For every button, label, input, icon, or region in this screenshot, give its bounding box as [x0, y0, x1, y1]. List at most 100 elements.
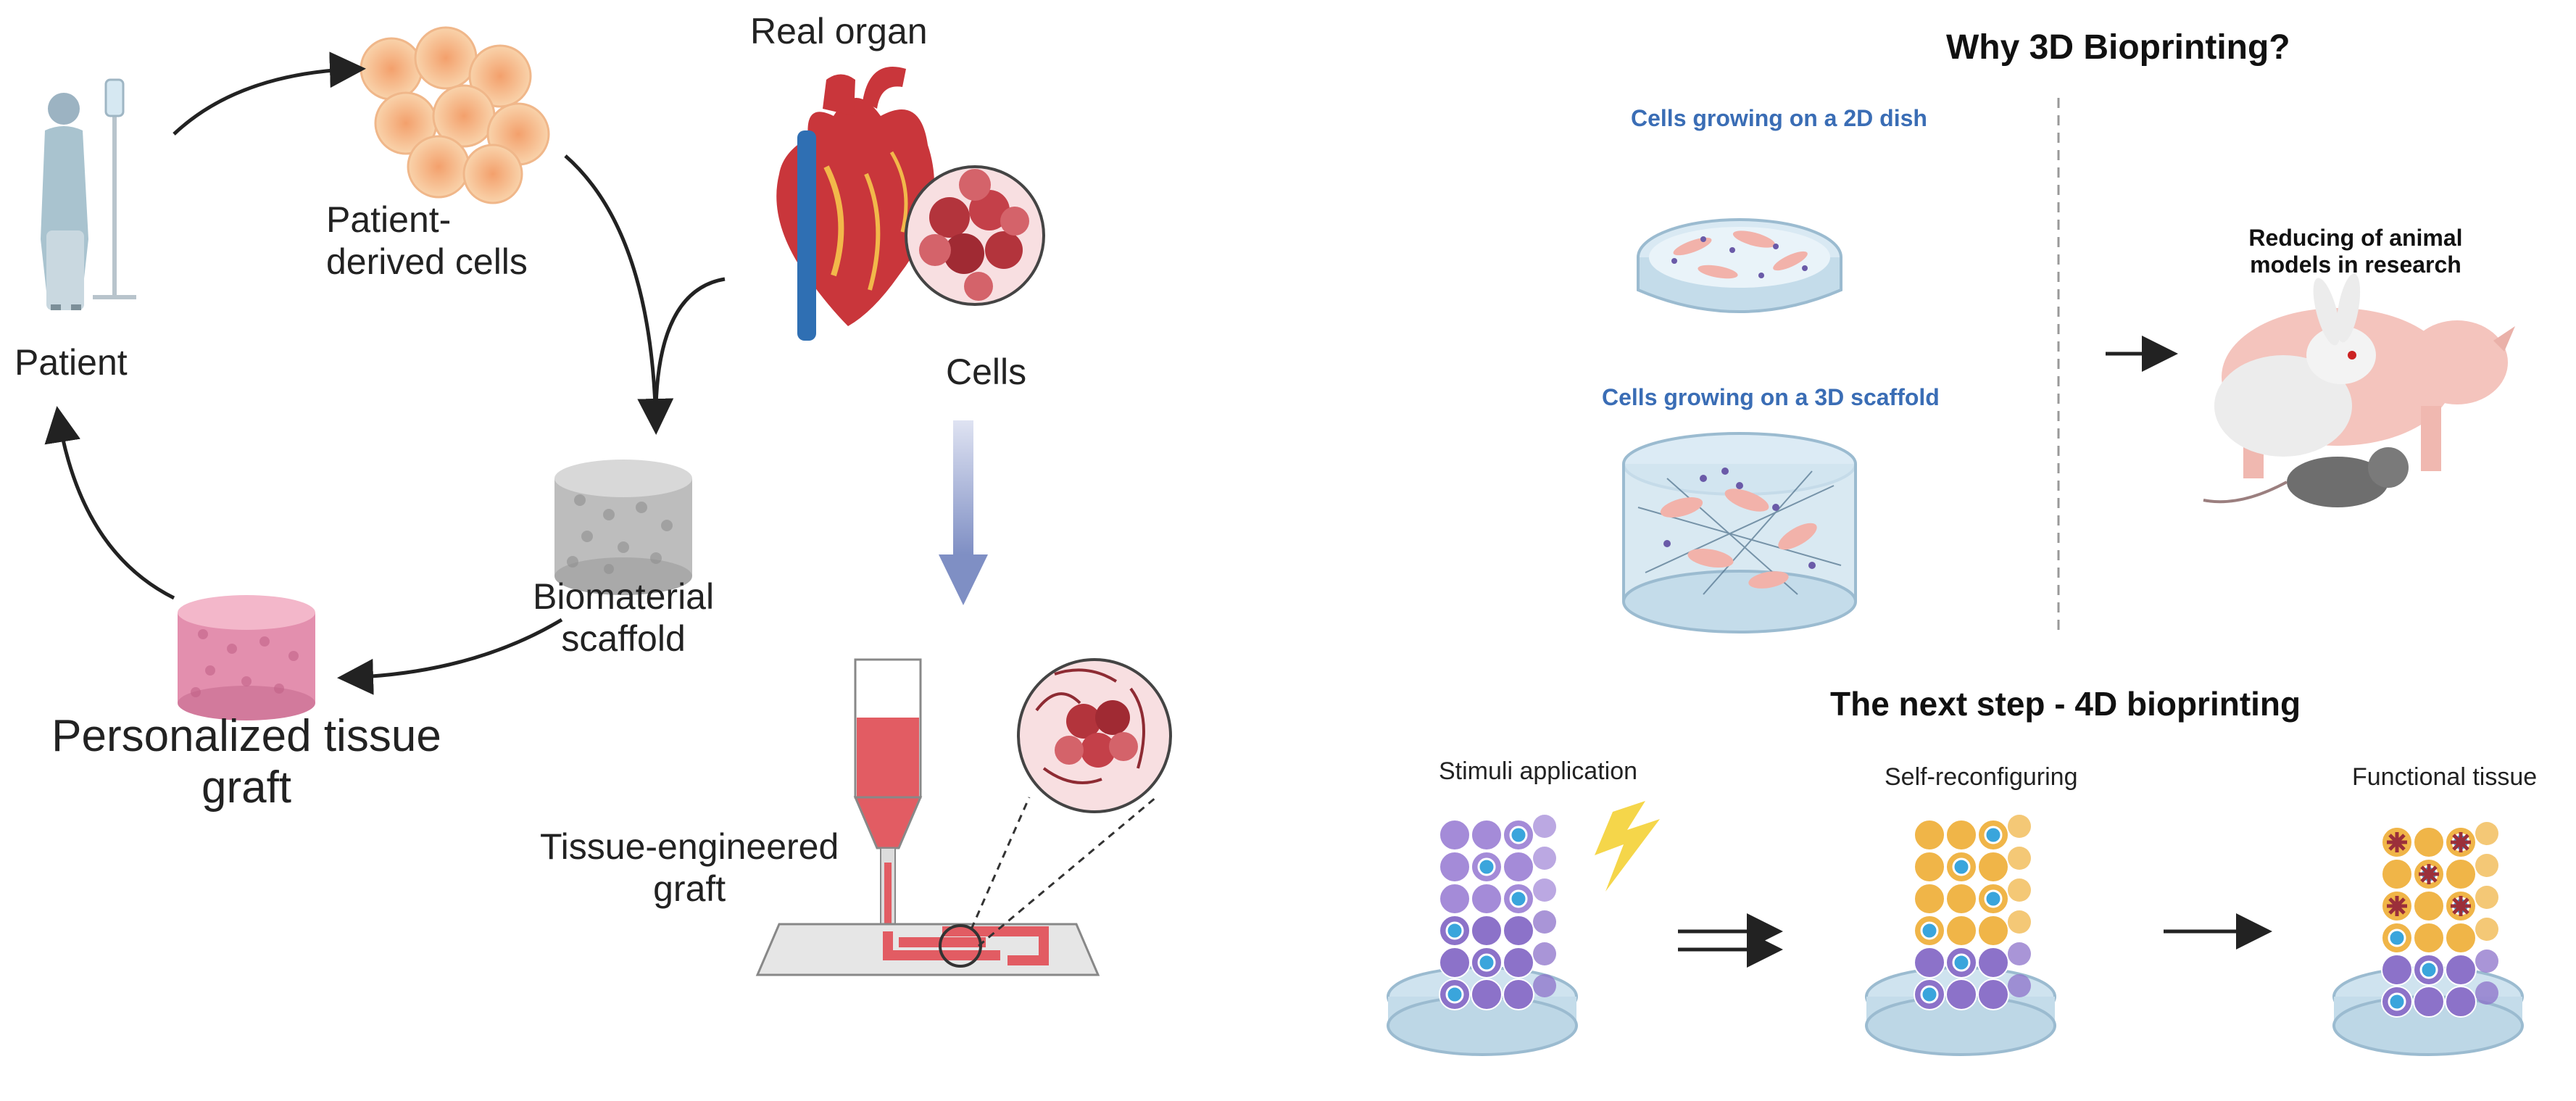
patient-cells-label: Patient- derived cells: [326, 199, 528, 282]
cube-side-cell: [2475, 981, 2498, 1005]
embedded-cell: [1920, 985, 1939, 1004]
graft-label: Personalized tissue graft: [51, 711, 441, 813]
cube-side-cell: [1533, 974, 1556, 997]
dish-2d-label: Cells growing on a 2D dish: [1631, 105, 1927, 131]
patient-label: Patient: [14, 342, 128, 383]
cube-side-cell: [2008, 878, 2031, 902]
tissue-fiber: [2419, 864, 2439, 884]
cube-cell: [1977, 851, 2009, 883]
patient-cells-cluster: [360, 26, 550, 204]
functional-label: Functional tissue: [2352, 763, 2538, 791]
embedded-cell: [1477, 953, 1496, 972]
animals-label: Reducing of animal models in research: [2248, 225, 2463, 278]
cube-cell: [1977, 979, 2009, 1010]
engineered-label: Tissue-engineered graft: [540, 826, 839, 909]
scaffold-3d-icon: [1622, 432, 1857, 633]
cube-cell: [1914, 819, 1945, 851]
cube-cell: [2381, 858, 2413, 890]
functional-cube: [2381, 822, 2498, 1018]
embedded-cell: [1509, 889, 1528, 908]
cells-label: Cells: [946, 352, 1027, 392]
reconfig-cube: [1914, 815, 2031, 1010]
down-arrow: [939, 420, 988, 605]
cycle-arrows: [44, 51, 726, 695]
bioprinter-icon: [755, 658, 1172, 976]
cube-cell: [2413, 826, 2445, 858]
cube-cell: [1945, 819, 1977, 851]
cube-cell: [1914, 947, 1945, 979]
cube-side-cell: [2475, 950, 2498, 973]
cube-side-cell: [2008, 847, 2031, 870]
patient-figure: [41, 78, 136, 310]
cube-cell: [2413, 922, 2445, 954]
real-organ-label: Real organ: [750, 11, 928, 51]
cube-cell: [1439, 819, 1471, 851]
tissue-fiber: [2387, 896, 2407, 916]
embedded-cell: [1984, 889, 2003, 908]
cube-cell: [1503, 851, 1534, 883]
cube-cell: [2445, 922, 2477, 954]
scaffold-label: Biomaterial scaffold: [533, 576, 715, 659]
embedded-cell: [1952, 953, 1971, 972]
embedded-cell: [1445, 985, 1464, 1004]
tissue-fiber: [2387, 832, 2407, 852]
tissue-fiber: [2451, 832, 2471, 852]
cube-side-cell: [1533, 815, 1556, 838]
stimuli-label: Stimuli application: [1439, 757, 1638, 785]
tissue-fiber: [2451, 896, 2471, 916]
scaffold-3d-label: Cells growing on a 3D scaffold: [1602, 384, 1940, 410]
embedded-cell: [1509, 826, 1528, 844]
cube-cell: [1471, 915, 1503, 947]
cube-cell: [1439, 851, 1471, 883]
functional-dish: [2332, 966, 2524, 1056]
dish-2d-icon: [1637, 218, 1842, 313]
embedded-cell: [1445, 921, 1464, 940]
cube-cell: [2445, 986, 2477, 1018]
cube-cell: [1503, 979, 1534, 1010]
cube-cell: [1945, 883, 1977, 915]
stimuli-cube: [1439, 815, 1556, 1010]
stimuli-dish: [1387, 966, 1578, 1056]
cube-cell: [1945, 915, 1977, 947]
cube-side-cell: [2008, 974, 2031, 997]
cells-zoom-icon: [905, 165, 1045, 306]
cube-cell: [1503, 915, 1534, 947]
cube-side-cell: [1533, 847, 1556, 870]
embedded-cell: [1920, 921, 1939, 940]
cube-cell: [1503, 947, 1534, 979]
cube-side-cell: [2008, 815, 2031, 838]
cube-side-cell: [2475, 886, 2498, 909]
embedded-cell: [1477, 857, 1496, 876]
embedded-cell: [1984, 826, 2003, 844]
cube-side-cell: [1533, 942, 1556, 965]
embedded-cell: [2419, 960, 2438, 979]
cube-cell: [2445, 858, 2477, 890]
cube-cell: [2445, 954, 2477, 986]
animals-icon: [2203, 273, 2515, 507]
cube-cell: [2413, 986, 2445, 1018]
scaffold-cylinder: [554, 460, 692, 595]
embedded-cell: [1952, 857, 1971, 876]
embedded-cell: [2388, 992, 2406, 1011]
double-arrow: [1678, 913, 1783, 968]
cube-cell: [1914, 851, 1945, 883]
self-reconfig-label: Self-reconfiguring: [1885, 763, 2078, 791]
cube-cell: [1471, 883, 1503, 915]
cube-side-cell: [1533, 878, 1556, 902]
why-title: Why 3D Bioprinting?: [1946, 28, 2290, 67]
cube-side-cell: [1533, 910, 1556, 934]
cube-side-cell: [2475, 822, 2498, 845]
cube-side-cell: [2475, 854, 2498, 877]
cube-cell: [1471, 819, 1503, 851]
graft-cylinder: [178, 595, 315, 720]
cube-side-cell: [2008, 910, 2031, 934]
cube-cell: [2381, 954, 2413, 986]
cube-cell: [1439, 947, 1471, 979]
cube-side-cell: [2475, 918, 2498, 941]
cube-cell: [2413, 890, 2445, 922]
cube-cell: [1977, 947, 2009, 979]
embedded-cell: [2388, 928, 2406, 947]
heart-icon: [776, 67, 934, 341]
cube-cell: [1945, 979, 1977, 1010]
